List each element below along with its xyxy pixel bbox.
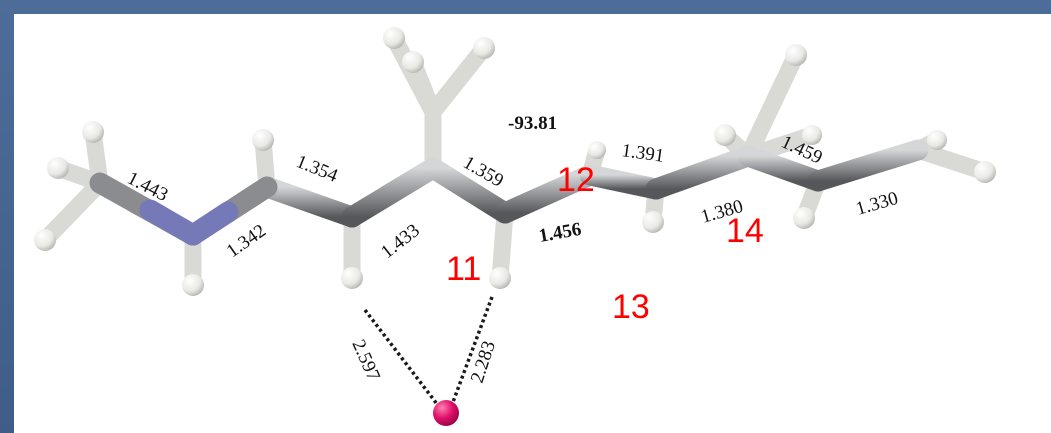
hydrogen-atom	[47, 157, 69, 179]
hydrogen-atoms	[34, 27, 996, 296]
atom-number-labels: 11 12 13 14	[446, 161, 764, 326]
atom-number-13: 13	[612, 288, 650, 326]
hydrogen-atom	[793, 207, 815, 229]
hydrogen-sticks	[36, 29, 994, 294]
bond-length-label: 1.456	[537, 219, 583, 247]
hydrogen-atom	[714, 124, 736, 146]
bond-length-label: 1.342	[223, 220, 270, 262]
bond-length-label: 1.433	[377, 220, 424, 263]
nitrogen-sticks	[89, 172, 278, 246]
hbond-line	[363, 308, 439, 406]
bond-sticks	[36, 29, 994, 294]
hbond-line	[451, 296, 494, 403]
dihedral-angle-label: -93.81	[508, 113, 557, 134]
hydrogen-atom	[642, 211, 664, 233]
atom-number-14: 14	[726, 212, 764, 250]
hbond-distance-label: 2.283	[467, 338, 500, 385]
bond-length-label: 1.330	[854, 188, 901, 220]
atom-number-12: 12	[557, 161, 595, 199]
carbon-backbone-sticks	[256, 101, 929, 228]
bond-length-label: 1.391	[620, 140, 665, 167]
hbond-distance-label: 2.597	[347, 336, 384, 384]
hydrogen-bond-contacts	[363, 296, 494, 406]
hydrogen-atom	[974, 161, 996, 183]
hydrogen-atom	[489, 267, 511, 289]
hydrogen-atom	[802, 125, 822, 145]
hydrogen-atom	[588, 141, 606, 159]
bond-length-label: 1.354	[293, 151, 341, 187]
hydrogen-atom	[402, 51, 424, 73]
hydrogen-atom	[341, 267, 363, 289]
hydrogen-atom	[927, 130, 947, 150]
hydrogen-atom	[473, 37, 495, 59]
hydrogen-atom	[82, 121, 104, 143]
hydrogen-atom	[383, 27, 405, 49]
hydrogen-atom	[252, 129, 274, 151]
anion-atom	[433, 400, 459, 426]
bond-length-labels: 1.443 1.342 1.354 1.433 1.359 1.456 1.39…	[124, 113, 901, 386]
atom-number-11: 11	[446, 250, 481, 288]
hydrogen-atom	[182, 274, 204, 296]
hydrogen-atom	[34, 229, 56, 251]
hydrogen-atom	[785, 44, 807, 66]
